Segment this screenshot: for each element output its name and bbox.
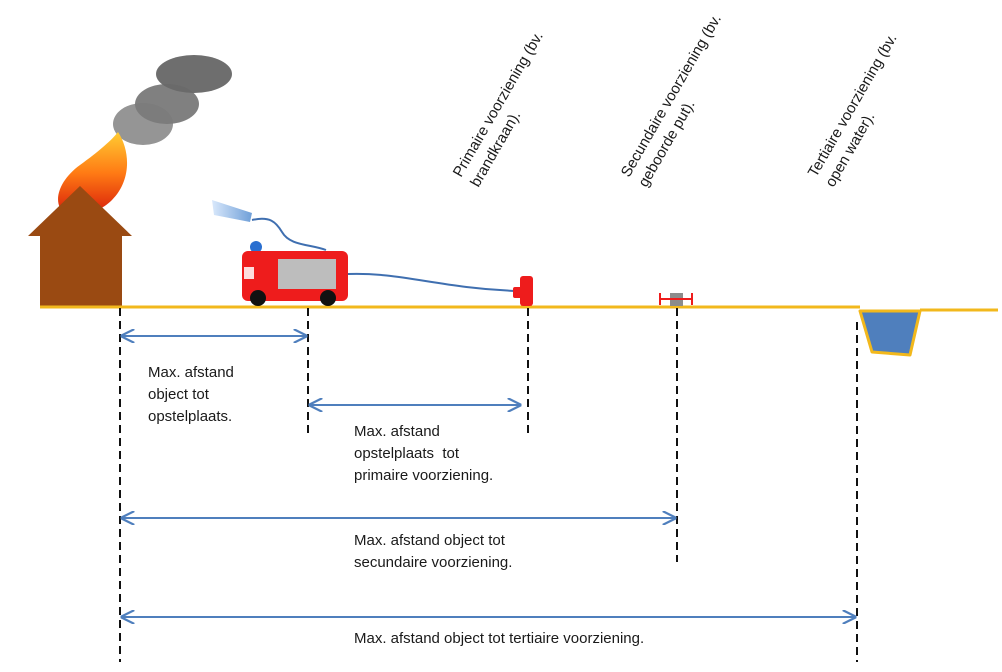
hose-line <box>347 272 517 292</box>
house-icon <box>28 186 132 307</box>
label-line: opstelplaats tot <box>354 445 460 462</box>
label-primary-supply: Primaire voorziening (bv. brandkraan). <box>450 25 567 190</box>
well-icon <box>659 293 693 306</box>
label-line: primaire voorziening. <box>354 467 493 484</box>
label-line: Max. afstand object tot <box>354 532 506 549</box>
label-setup-to-primary: Max. afstand opstelplaats tot primaire v… <box>354 423 493 484</box>
label-object-to-tertiary: Max. afstand object tot tertiaire voorzi… <box>354 630 644 647</box>
pond-icon <box>858 309 922 357</box>
label-line: secundaire voorziening. <box>354 554 512 571</box>
label-line: opstelplaats. <box>148 408 232 425</box>
label-line: Max. afstand object tot tertiaire voorzi… <box>354 630 644 647</box>
label-object-to-setup: Max. afstand object tot opstelplaats. <box>148 364 238 425</box>
label-tertiary-supply: Tertiaire voorziening (bv. open water). <box>805 27 920 190</box>
label-line: Max. afstand <box>354 423 440 440</box>
label-object-to-secondary: Max. afstand object tot secundaire voorz… <box>354 532 512 571</box>
hydrant-icon <box>513 276 533 306</box>
fire-truck-icon <box>242 241 348 306</box>
label-line: Secundaire voorziening (bv. <box>618 11 725 180</box>
label-line: Max. afstand <box>148 364 234 381</box>
label-line: object tot <box>148 386 210 403</box>
label-secondary-supply: Secundaire voorziening (bv. geboorde put… <box>618 8 745 190</box>
water-spray-icon <box>212 200 252 222</box>
hose-spray-line <box>251 217 327 251</box>
smoke-icon <box>113 55 232 145</box>
